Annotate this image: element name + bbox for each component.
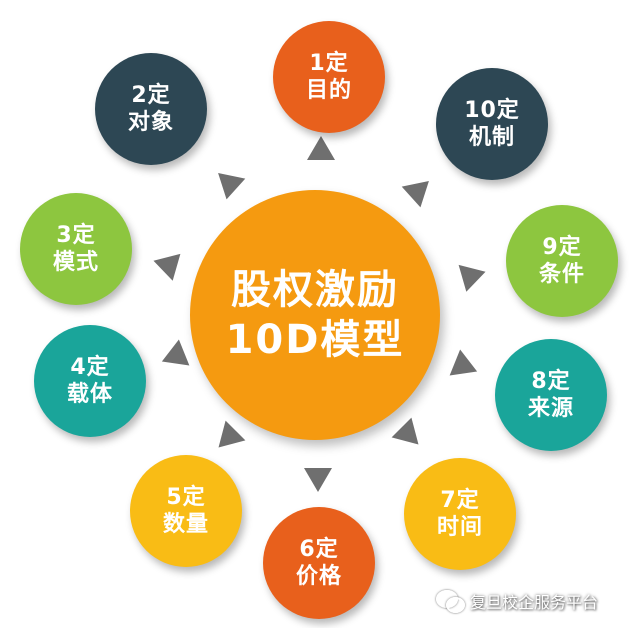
node-number: 6定 <box>299 536 339 562</box>
node-number: 3定 <box>56 222 96 248</box>
node-label: 载体 <box>66 382 113 407</box>
node-7-time: 7定 时间 <box>404 458 516 570</box>
node-2-target: 2定 对象 <box>95 53 207 165</box>
node-label: 时间 <box>436 515 483 540</box>
node-label: 价格 <box>295 564 342 589</box>
node-label: 来源 <box>527 396 574 421</box>
center-title-line2: 10D模型 <box>225 317 405 363</box>
node-8-source: 8定 来源 <box>495 339 607 451</box>
node-number: 4定 <box>70 354 110 380</box>
node-5-quantity: 5定 数量 <box>130 455 242 567</box>
arrow-to-node-9 <box>458 258 490 292</box>
arrow-to-node-5 <box>208 420 246 458</box>
arrow-to-node-4 <box>156 339 190 375</box>
arrow-to-node-2 <box>208 162 246 200</box>
node-3-mode: 3定 模式 <box>20 193 132 305</box>
node-9-condition: 9定 条件 <box>506 205 618 317</box>
node-label: 模式 <box>52 250 99 275</box>
node-number: 5定 <box>166 484 206 510</box>
watermark-text: 复旦校企服务平台 <box>470 593 599 612</box>
arrow-to-node-10 <box>401 170 439 208</box>
node-number: 9定 <box>542 234 582 260</box>
node-label: 对象 <box>127 110 174 135</box>
arrow-to-node-7 <box>391 417 429 455</box>
node-label: 条件 <box>538 262 585 287</box>
node-number: 1定 <box>309 50 349 76</box>
node-number: 7定 <box>440 487 480 513</box>
center-circle: 股权激励 10D模型 <box>190 190 440 440</box>
wechat-icon <box>436 590 465 613</box>
node-1-purpose: 1定 目的 <box>273 21 385 133</box>
node-label: 数量 <box>162 512 209 537</box>
node-6-price: 6定 价格 <box>263 507 375 619</box>
node-label: 目的 <box>305 78 352 103</box>
node-number: 8定 <box>531 368 571 394</box>
node-4-carrier: 4定 载体 <box>34 325 146 437</box>
arrow-to-node-3 <box>149 247 181 281</box>
watermark: 复旦校企服务平台 <box>436 586 598 616</box>
arrow-to-node-6 <box>304 468 332 492</box>
node-number: 2定 <box>131 82 171 108</box>
arrow-to-node-8 <box>449 349 483 385</box>
arrow-to-node-1 <box>307 136 335 160</box>
center-title-line1: 股权激励 <box>231 267 399 313</box>
node-label: 机制 <box>468 125 515 150</box>
node-number: 10定 <box>464 97 520 123</box>
node-10-mechanism: 10定 机制 <box>436 68 548 180</box>
